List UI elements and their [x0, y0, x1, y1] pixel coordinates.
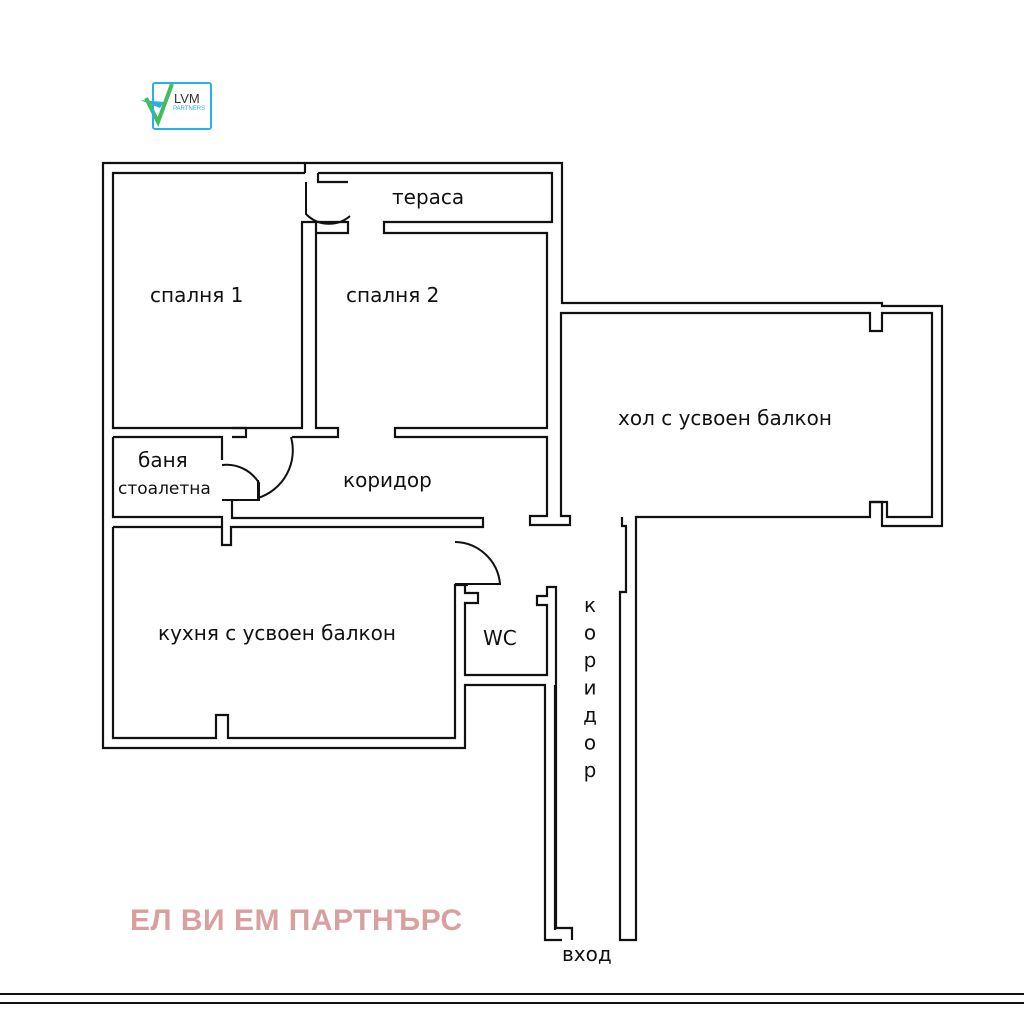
room-label-terrace: тераса [392, 185, 464, 209]
logo-frame [152, 82, 212, 130]
room-label-living: хол с усвоен балкон [618, 406, 832, 430]
corridor-vertical-letter: р [584, 758, 597, 782]
room-label-wc: WC [483, 626, 517, 650]
room-label-entrance: вход [562, 942, 612, 966]
logo-subtext: PARTNERS [173, 106, 206, 112]
watermark-text: ЕЛ ВИ ЕМ ПАРТНЪРС [130, 904, 463, 937]
company-logo: LVM PARTNERS [138, 80, 224, 132]
corridor-vertical-letter: д [583, 703, 597, 727]
room-label-kitchen: кухня с усвоен балкон [158, 621, 396, 645]
room-label-bathroom: баня [138, 448, 188, 472]
room-label-corridor: коридор [343, 468, 432, 492]
logo-text: LVM [174, 91, 200, 106]
room-label-corridor-vertical: коридор [583, 593, 597, 782]
corridor-vertical-letter: о [584, 621, 596, 645]
corridor-vertical-letter: и [584, 676, 597, 700]
door-swings [221, 182, 502, 585]
corridor-vertical-letter: о [584, 731, 596, 755]
room-label-bedroom2: спалня 2 [346, 283, 439, 307]
corridor-vertical-letter: к [584, 593, 596, 617]
corridor-vertical-letter: р [584, 648, 597, 672]
room-label-bathroom-toilet: стоалетна [118, 479, 211, 499]
walls [101, 161, 944, 942]
room-label-bedroom1: спалня 1 [150, 283, 243, 307]
